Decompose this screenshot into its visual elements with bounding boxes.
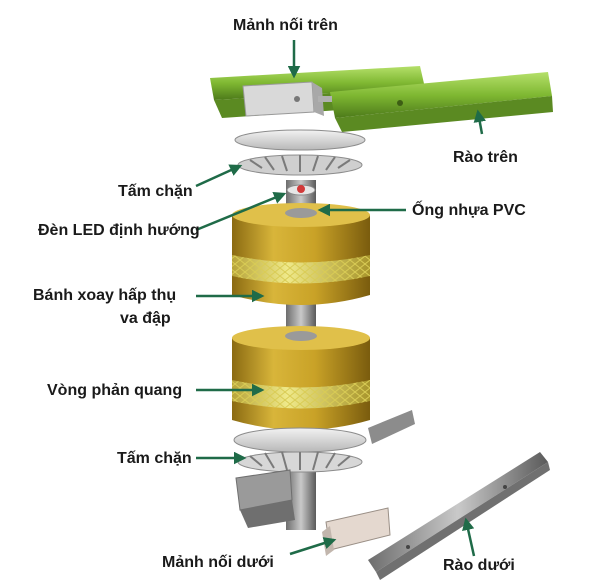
upper-rail-right (330, 72, 553, 132)
label-roller-line2: va đập (120, 310, 171, 327)
label-bottom-stopper-plate: Tấm chặn (117, 450, 192, 467)
upper-roller (232, 203, 370, 305)
pointer-arrows (195, 40, 486, 557)
arrow-led (195, 192, 287, 232)
rear-rail (368, 410, 415, 444)
label-roller-line1: Bánh xoay hấp thụ (33, 287, 177, 304)
label-upper-connector: Mảnh nối trên (233, 17, 338, 34)
lower-left-bracket (235, 469, 295, 528)
lower-connector (322, 507, 391, 556)
label-upper-rail: Rào trên (453, 149, 518, 166)
label-pvc-pipe: Ống nhựa PVC (412, 202, 526, 219)
arrow-lower-connector (289, 537, 337, 556)
top-stopper-plate (234, 129, 366, 176)
led-light (286, 184, 316, 196)
label-lower-rail: Rào dưới (443, 557, 515, 574)
label-lower-connector: Mảnh nối dưới (162, 554, 274, 571)
label-top-stopper-plate: Tấm chặn (118, 183, 193, 200)
arrow-lower-rail (462, 517, 476, 557)
label-led-light: Đèn LED định hướng (38, 222, 200, 239)
upper-connector (242, 81, 332, 117)
label-reflective-ring: Vòng phản quang (47, 382, 183, 399)
bottom-stopper-plate (233, 427, 367, 473)
arrow-top-stopper (195, 164, 243, 188)
arrow-upper-rail (473, 109, 486, 135)
lower-roller (232, 326, 370, 430)
